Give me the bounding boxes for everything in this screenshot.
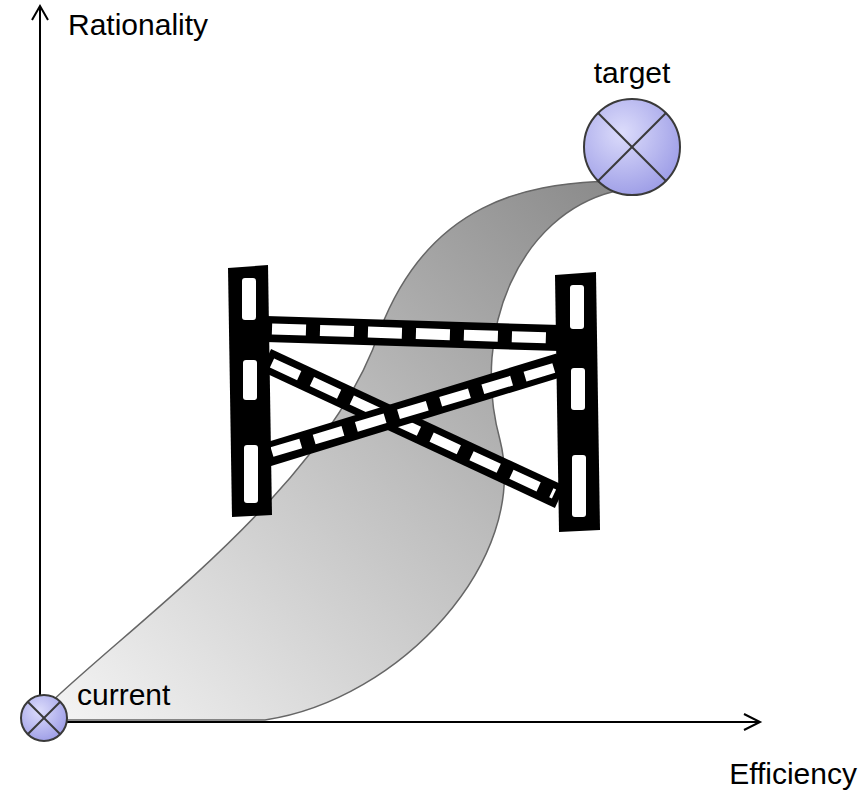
barrier-crossbar	[266, 365, 560, 455]
x-axis-arrow	[744, 714, 760, 730]
barrier-stripes	[272, 329, 554, 338]
y-axis	[39, 6, 41, 722]
circle-cross	[598, 113, 666, 181]
barrier-post	[555, 272, 600, 532]
circle-cross	[28, 702, 61, 735]
circle-node: target	[582, 56, 682, 197]
node-label: target	[594, 56, 671, 91]
axis-label: Rationality	[68, 8, 208, 43]
x-axis	[40, 721, 760, 723]
axis-label: Efficiency	[729, 757, 857, 792]
barrier-post	[228, 265, 272, 517]
circle-outline	[21, 695, 67, 741]
node-circle	[582, 97, 682, 197]
post-slit	[570, 285, 584, 329]
post-slit	[572, 455, 586, 517]
barrier-stripes	[272, 368, 554, 452]
y-axis-arrow	[32, 6, 48, 20]
circle-cross	[598, 113, 666, 181]
node-circle	[19, 693, 69, 743]
barrier-crossbar	[266, 360, 560, 497]
path-band	[56, 182, 614, 720]
post-slit	[244, 445, 258, 503]
circle-node: current	[19, 678, 171, 743]
barrier-illustration	[228, 265, 600, 532]
axes	[32, 6, 760, 730]
post-slit	[242, 278, 256, 320]
post-slit	[243, 360, 257, 400]
post-slit	[571, 368, 585, 410]
node-label: current	[77, 678, 170, 713]
barrier-topbar	[266, 329, 560, 338]
circle-outline	[584, 99, 680, 195]
circle-cross	[28, 702, 61, 735]
